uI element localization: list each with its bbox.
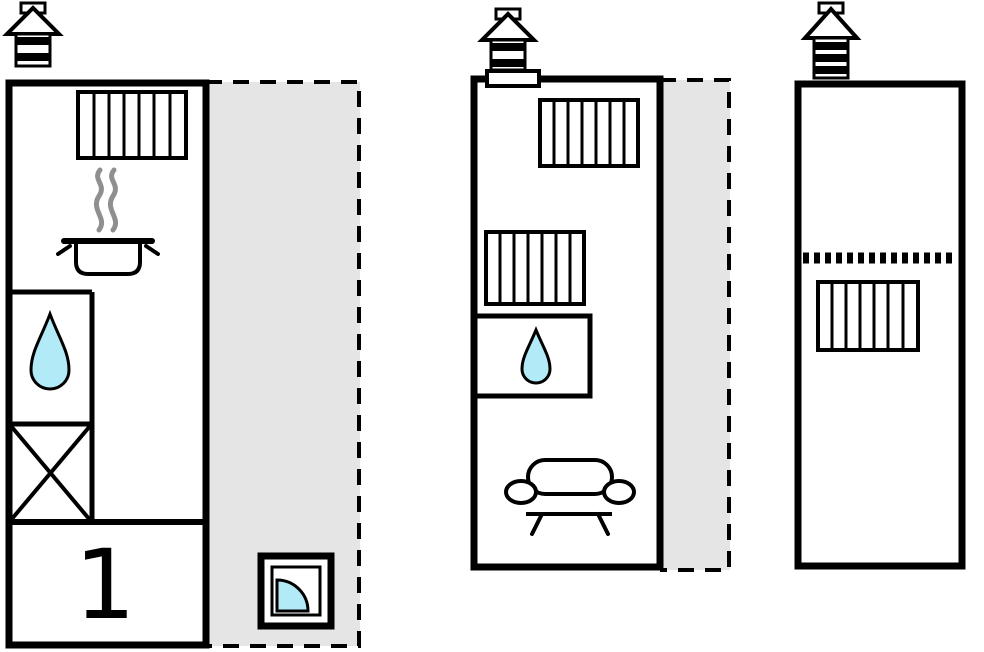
- sofa-icon: [504, 458, 636, 536]
- cooking-pot-icon: [56, 238, 160, 276]
- chimney-icon: [2, 1, 64, 68]
- unit-annex: [794, 1, 966, 570]
- outdoor-shower-icon: [257, 552, 335, 630]
- sink-icon: [477, 313, 593, 399]
- chimney-icon: [800, 1, 862, 80]
- bed-icon: [538, 98, 640, 168]
- entrance-icon: [485, 69, 541, 88]
- water-drop-icon: [29, 309, 71, 391]
- water-drop-icon: [520, 326, 552, 385]
- steam-icon: [93, 167, 119, 233]
- bed-icon: [484, 230, 586, 306]
- room-number-label: 1: [74, 529, 135, 641]
- terrace-area: [206, 82, 360, 646]
- bed-icon: [76, 90, 188, 160]
- terrace-dashed-border: [206, 80, 361, 648]
- terrace-area: [660, 80, 730, 570]
- bed-icon: [816, 280, 920, 352]
- x-box-icon: [9, 424, 92, 522]
- sink-icon: [9, 289, 95, 522]
- terrace-dashed-border: [660, 78, 731, 572]
- chimney-icon: [477, 7, 539, 72]
- unit-middle: [470, 7, 731, 572]
- unit-main: 1: [2, 1, 361, 649]
- shower-quarter-circle: [275, 578, 310, 613]
